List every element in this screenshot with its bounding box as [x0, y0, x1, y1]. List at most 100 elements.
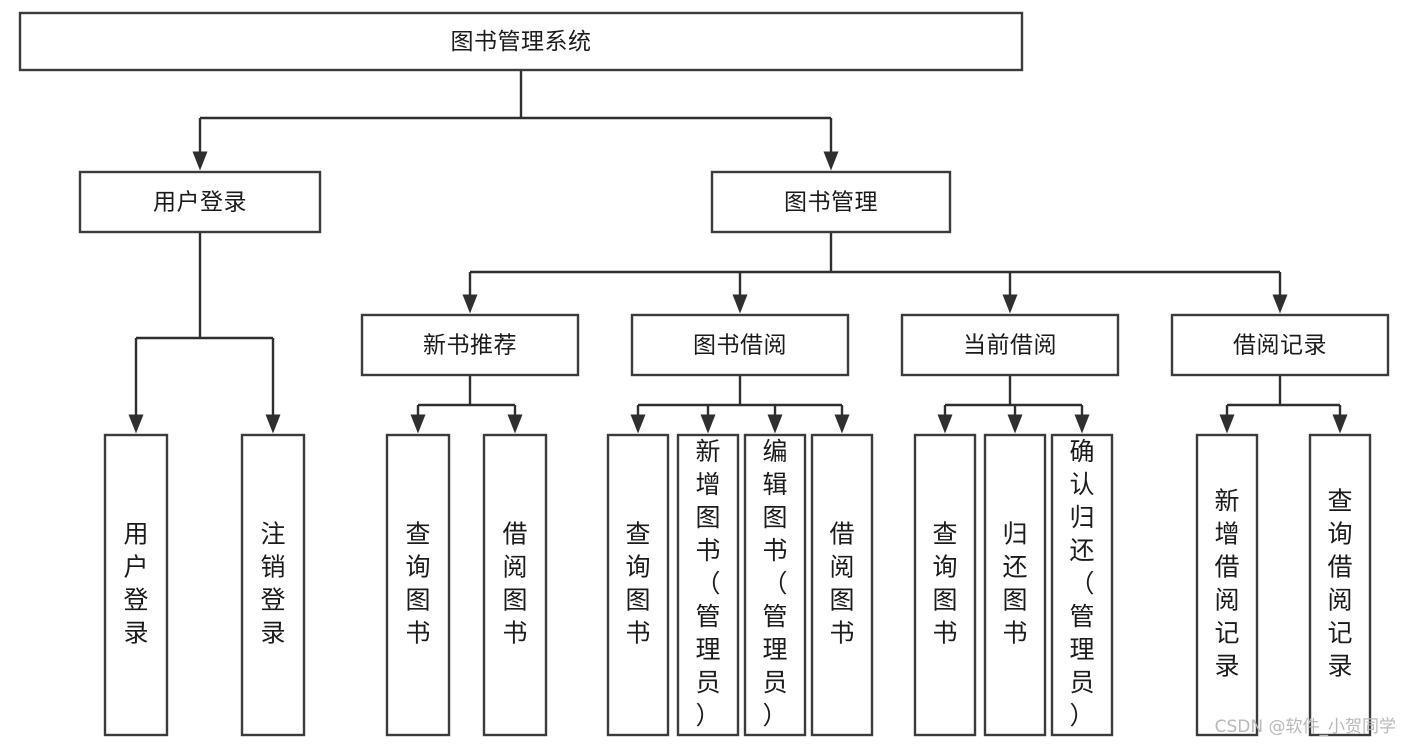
connector-arrowhead: [507, 414, 523, 434]
node-label-char: 归: [1069, 503, 1094, 532]
node-label-char: 阅: [502, 553, 527, 582]
connector-arrowhead: [767, 414, 783, 434]
node-label-char: 员: [695, 668, 720, 697]
node-label-char: 管: [762, 602, 787, 631]
node-label-char: 查: [625, 520, 650, 549]
node-label-char: 辑: [762, 470, 787, 499]
node-label-char: 图: [502, 586, 527, 615]
node-box: [1308, 433, 1372, 737]
node-label-char: 书: [762, 536, 787, 565]
node-level2-当前借阅[interactable]: 当前借阅: [900, 313, 1120, 377]
node-label: 当前借阅: [963, 333, 1057, 359]
node-label-char: 图: [932, 586, 957, 615]
node-leaf-0-用户登录[interactable]: 用户登录用户登录: [103, 433, 169, 737]
connector-arrowhead: [462, 294, 478, 314]
node-label-char: 询: [932, 553, 957, 582]
node-label-char: 图: [405, 586, 430, 615]
node-label-char: 理: [1069, 635, 1094, 664]
node-label-char: 归: [1002, 520, 1027, 549]
node-leaf-1-注销登录[interactable]: 注销登录注销登录: [240, 433, 306, 737]
node-label-char: ）: [695, 701, 720, 730]
node-label: 用户登录: [153, 190, 247, 216]
node-box: [710, 170, 952, 234]
node-leaf-4-查询图书[interactable]: 查询图书查询图书: [606, 433, 670, 737]
node-root-图书管理系统[interactable]: 图书管理系统: [18, 11, 1024, 72]
node-label-char: 图: [1002, 586, 1027, 615]
node-label-char: 借: [502, 520, 527, 549]
connector-arrowhead: [630, 414, 646, 434]
connector-arrowhead: [1272, 294, 1288, 314]
node-box: [1050, 433, 1114, 737]
connector-arrowhead: [1007, 414, 1023, 434]
node-label-char: 登: [260, 586, 285, 615]
node-label-char: 注: [260, 520, 285, 549]
node-label-char: 询: [405, 553, 430, 582]
node-level1-用户登录[interactable]: 用户登录: [78, 170, 322, 234]
node-label-char: 图: [829, 586, 854, 615]
node-label-char: 销: [260, 553, 285, 582]
node-box: [103, 433, 169, 737]
node-label-char: 录: [1214, 652, 1239, 681]
node-level2-新书推荐[interactable]: 新书推荐: [360, 313, 580, 377]
node-leaf-2-查询图书[interactable]: 查询图书查询图书: [385, 433, 451, 737]
node-leaf-8-查询图书[interactable]: 查询图书查询图书: [913, 433, 977, 737]
node-label-char: ）: [762, 701, 787, 730]
node-label-char: 记: [1214, 619, 1239, 648]
node-box: [78, 170, 322, 234]
node-label-char: ）: [1069, 701, 1094, 730]
connector-arrowhead: [1332, 414, 1348, 434]
node-label-char: 确: [1069, 437, 1094, 466]
node-label-char: 书: [502, 619, 527, 648]
node-box: [630, 313, 850, 377]
node-label-char: 理: [695, 635, 720, 664]
node-label-char: 还: [1002, 553, 1027, 582]
node-layer: 图书管理系统用户登录图书管理新书推荐图书借阅当前借阅借阅记录用户登录用户登录注销…: [18, 11, 1390, 737]
node-level2-借阅记录[interactable]: 借阅记录: [1170, 313, 1390, 377]
node-label-char: 员: [762, 668, 787, 697]
node-label-char: 录: [1327, 652, 1352, 681]
node-label-char: 阅: [829, 553, 854, 582]
node-label-char: 询: [1327, 520, 1352, 549]
node-box: [983, 433, 1047, 737]
node-box: [482, 433, 548, 737]
node-leaf-12-查询借阅记录[interactable]: 查询借阅记录查询借阅记录: [1308, 433, 1372, 737]
node-label-char: （: [695, 569, 720, 598]
node-label: 图书管理: [784, 190, 878, 216]
node-box: [913, 433, 977, 737]
connector-arrowhead: [192, 151, 208, 171]
node-level1-图书管理[interactable]: 图书管理: [710, 170, 952, 234]
node-label-char: 阅: [1327, 586, 1352, 615]
node-label-char: 图: [762, 503, 787, 532]
node-box: [900, 313, 1120, 377]
node-label-char: 阅: [1214, 586, 1239, 615]
connector-arrowhead: [1074, 414, 1090, 434]
node-label-char: 录: [123, 619, 148, 648]
node-leaf-11-新增借阅记录[interactable]: 新增借阅记录新增借阅记录: [1195, 433, 1259, 737]
connector-arrowhead: [1002, 294, 1018, 314]
connector-arrowhead: [732, 294, 748, 314]
node-leaf-3-借阅图书[interactable]: 借阅图书借阅图书: [482, 433, 548, 737]
node-box: [676, 433, 740, 737]
node-label: 新书推荐: [423, 333, 517, 359]
node-box: [1195, 433, 1259, 737]
node-box: [240, 433, 306, 737]
connector-arrowhead: [700, 414, 716, 434]
connector-arrowhead: [937, 414, 953, 434]
connector-arrowhead: [834, 414, 850, 434]
node-box: [810, 433, 874, 737]
node-label: 图书借阅: [693, 333, 787, 359]
node-label-char: 书: [1002, 619, 1027, 648]
node-label-char: 编: [762, 437, 787, 466]
node-level2-图书借阅[interactable]: 图书借阅: [630, 313, 850, 377]
node-label-char: 图: [625, 586, 650, 615]
node-label-char: 书: [405, 619, 430, 648]
node-box: [18, 11, 1024, 72]
node-label-char: 管: [1069, 602, 1094, 631]
node-leaf-9-归还图书[interactable]: 归还图书归还图书: [983, 433, 1047, 737]
node-leaf-7-借阅图书[interactable]: 借阅图书借阅图书: [810, 433, 874, 737]
